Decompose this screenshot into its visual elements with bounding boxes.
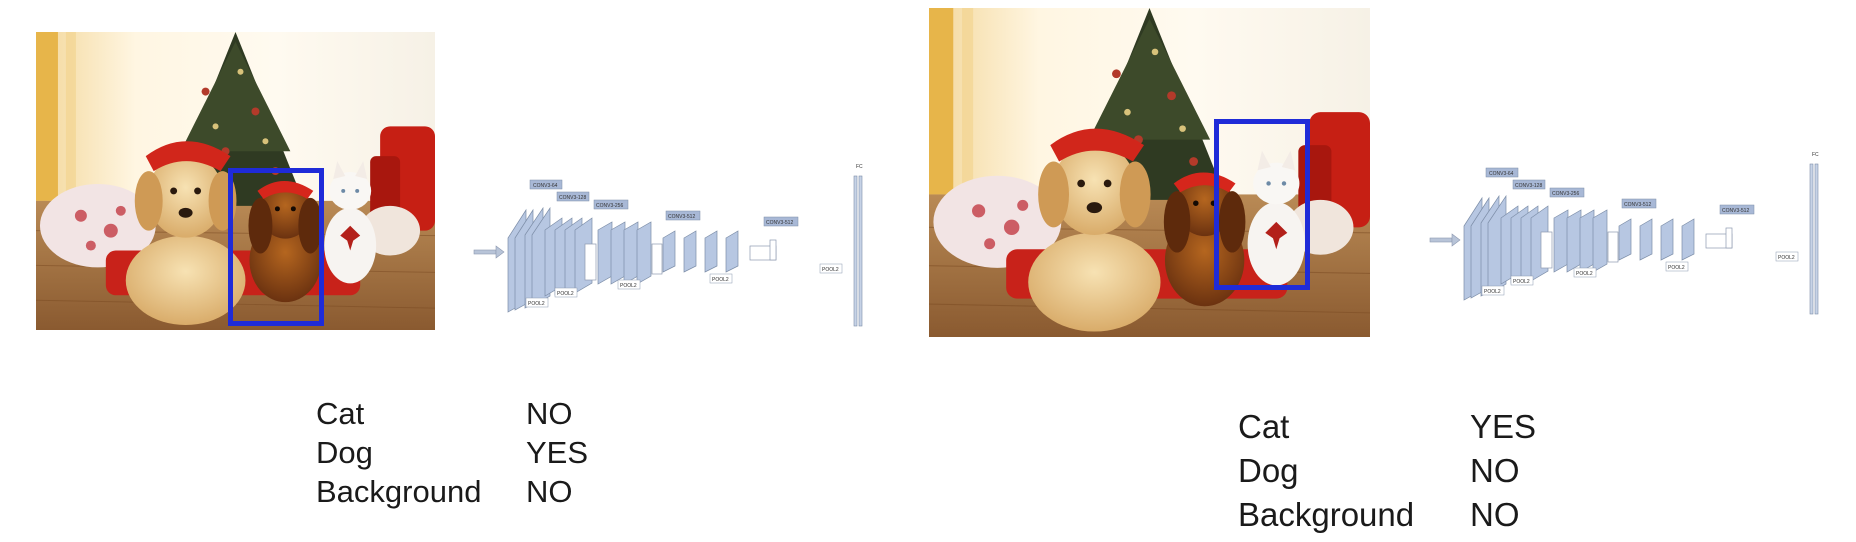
class-answer: NO <box>1470 496 1520 533</box>
pool-blocks <box>1540 227 1733 269</box>
pool-label-4: POOL2 <box>1668 265 1685 271</box>
block-label-4: CONV3-512 <box>1624 202 1651 208</box>
result-row: Background NO <box>1238 493 1536 537</box>
fc-label: FC <box>856 164 863 170</box>
cnn-labels: CONV3-64 CONV3-128 CONV3-256 CONV3-512 C… <box>1481 152 1819 296</box>
class-label: Background <box>1238 496 1415 533</box>
pool-label-1: POOL2 <box>528 301 545 307</box>
pool-label-5: POOL2 <box>822 267 839 273</box>
dog-bounding-box <box>228 168 324 326</box>
block-label-5: CONV3-512 <box>766 220 793 226</box>
cnn-diagram: CONV3-64 CONV3-128 CONV3-256 CONV3-512 C… <box>473 164 863 327</box>
result-row: Cat NO <box>316 394 588 433</box>
fc-label: FC <box>1812 152 1819 158</box>
class-answer: YES <box>1470 408 1537 445</box>
class-label: Background <box>316 474 482 509</box>
block-label-1: CONV3-64 <box>1489 171 1514 177</box>
block-label-4: CONV3-512 <box>668 214 695 220</box>
class-label: Dog <box>316 435 373 470</box>
input-arrow <box>473 245 505 259</box>
conv-blocks <box>507 206 739 313</box>
fc-bars <box>853 175 863 327</box>
conv-blocks <box>1463 194 1695 301</box>
result-row: Dog NO <box>1238 449 1536 493</box>
class-answer: YES <box>526 435 589 470</box>
class-label: Cat <box>1238 408 1290 445</box>
block-label-2: CONV3-128 <box>559 195 586 201</box>
pool-blocks <box>584 239 777 281</box>
block-label-3: CONV3-256 <box>596 203 623 209</box>
class-answer: NO <box>1470 452 1520 489</box>
input-arrow <box>1429 233 1461 247</box>
block-label-5: CONV3-512 <box>1722 208 1749 214</box>
cnn-diagram: CONV3-64 CONV3-128 CONV3-256 CONV3-512 C… <box>1429 152 1819 315</box>
block-label-2: CONV3-128 <box>1515 183 1542 189</box>
cat-bounding-box <box>1214 119 1310 290</box>
block-label-1: CONV3-64 <box>533 183 558 189</box>
pool-label-4: POOL2 <box>712 277 729 283</box>
class-label: Cat <box>316 396 365 431</box>
pool-label-2: POOL2 <box>1513 279 1530 285</box>
pool-label-1: POOL2 <box>1484 289 1501 295</box>
result-row: Cat YES <box>1238 405 1536 449</box>
result-row: Dog YES <box>316 433 588 472</box>
class-answer: NO <box>526 474 573 509</box>
result-row: Background NO <box>316 472 588 511</box>
cnn-labels: CONV3-64 CONV3-128 CONV3-256 CONV3-512 C… <box>525 164 863 308</box>
pool-label-2: POOL2 <box>557 291 574 297</box>
pool-label-3: POOL2 <box>620 283 637 289</box>
class-label: Dog <box>1238 452 1299 489</box>
fc-bars <box>1809 163 1819 315</box>
pool-label-5: POOL2 <box>1778 255 1795 261</box>
class-answer: NO <box>526 396 573 431</box>
block-label-3: CONV3-256 <box>1552 191 1579 197</box>
pool-label-3: POOL2 <box>1576 271 1593 277</box>
